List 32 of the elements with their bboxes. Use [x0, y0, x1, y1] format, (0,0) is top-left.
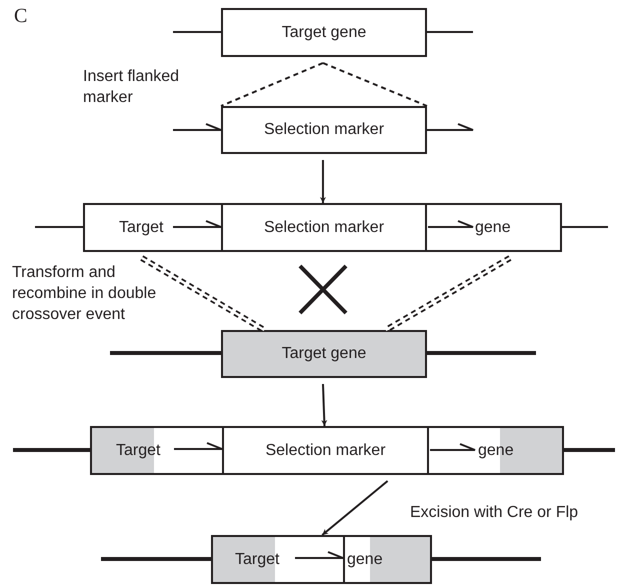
- segment-label: gene: [347, 550, 383, 568]
- gene-segment-box: [83, 203, 223, 252]
- gene-segment-box: [90, 426, 224, 475]
- segment-label: Target: [235, 550, 280, 568]
- gene-segment-box: [211, 535, 345, 584]
- segment-label: Selection marker: [264, 121, 384, 139]
- segment-label: Selection marker: [264, 218, 384, 236]
- step-note: Insert flanked marker: [83, 67, 180, 108]
- step-note: Transform and recombine in double crossover event: [12, 263, 158, 325]
- step-note: Excision with Cre or Flp: [410, 503, 580, 523]
- dashed-connector: [322, 62, 428, 107]
- gene-segment-box: [343, 535, 432, 584]
- segment-label: Target gene: [282, 24, 366, 42]
- gene-segment-box: [427, 426, 564, 475]
- segment-label: Selection marker: [265, 442, 386, 460]
- segment-label: gene: [475, 218, 511, 236]
- gene-segment-box: [221, 330, 427, 378]
- dashed-connector: [140, 255, 266, 333]
- segment-label: Target gene: [282, 345, 366, 363]
- arrow: [320, 160, 326, 203]
- arrow: [321, 384, 328, 426]
- segment-label: gene: [478, 442, 514, 460]
- gene-segment-box: [221, 203, 427, 252]
- segment-label: Target: [116, 442, 160, 460]
- dashed-connector: [220, 62, 324, 107]
- gene-segment-box: [425, 203, 562, 252]
- gene-segment-box: [221, 8, 427, 57]
- segment-label: Target: [119, 218, 164, 236]
- gene-segment-box: [222, 426, 429, 475]
- gene-segment-box: [221, 106, 427, 154]
- arrow: [322, 480, 388, 536]
- panel-letter: C: [14, 6, 28, 27]
